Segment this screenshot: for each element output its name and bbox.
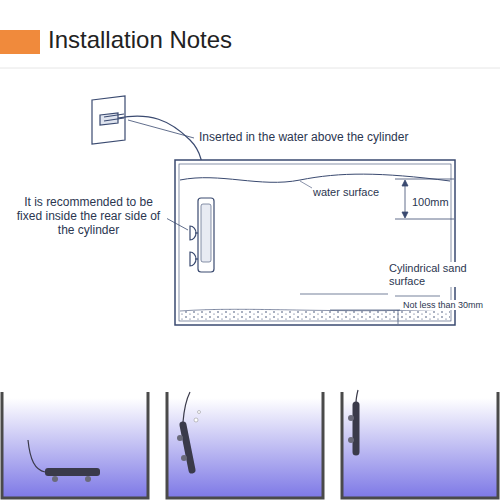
placement-example-horizontal [2,392,148,498]
sand-layer [180,309,450,321]
leader-line [128,120,194,138]
placement-example-angled [167,392,323,498]
sand-label: Cylindrical sand surface [388,262,490,287]
page-title: Installation Notes [48,26,232,54]
surface-label: water surface [312,186,380,199]
title-rule [0,68,500,69]
title-marker [0,30,40,54]
dimension-100mm [395,179,454,219]
placement-example-vertical [342,390,498,498]
wall-socket [92,96,125,144]
water-surface-line [180,174,450,182]
mounting-note: It is recommended to be fixed inside the… [10,196,167,237]
dimension-label: 100mm [411,196,450,209]
install-note: Inserted in the water above the cylinder [198,131,409,145]
leader-line [166,218,188,230]
leader-line [300,181,312,188]
dimension-label: Not less than 30mm [402,300,484,310]
tank-inner-wall [179,164,451,321]
heater [190,198,214,272]
